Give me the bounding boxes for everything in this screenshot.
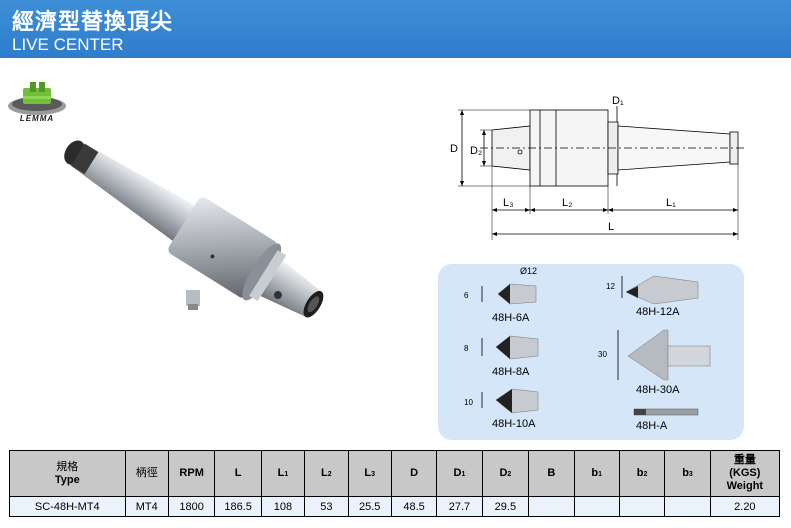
header-b3-sub: 3 bbox=[688, 470, 693, 478]
header-L3: L3 bbox=[347, 450, 392, 497]
tip-dim-6: 6 bbox=[464, 291, 469, 300]
tip-dim-12: 12 bbox=[606, 282, 615, 291]
dim-label-L: L bbox=[608, 221, 614, 233]
header-L2: L2 bbox=[304, 450, 349, 497]
tip-label-48h-30a: 48H-30A bbox=[636, 384, 680, 396]
tip-label-48h-8a: 48H-8A bbox=[492, 366, 530, 378]
table-row: SC-48H-MT4 MT4 1800 186.5 108 53 25.5 48… bbox=[9, 496, 781, 517]
header-L3-sub: 3 bbox=[371, 470, 375, 478]
tip-label-48h-a: 48H-A bbox=[636, 420, 668, 432]
header-b2-sub: 2 bbox=[643, 470, 648, 478]
cell-b1 bbox=[573, 496, 620, 517]
header-L3-text: L bbox=[364, 466, 372, 479]
header-type-en: Type bbox=[54, 473, 80, 486]
header-weight-unit: (KGS) bbox=[729, 467, 761, 479]
tip-48h-8a-icon bbox=[481, 335, 539, 360]
header-D1-text: D bbox=[453, 466, 462, 479]
dimension-drawing: D D₂ D₁ L₃ L₂ L₁ L bbox=[450, 95, 746, 240]
header-b3-text: b bbox=[682, 466, 689, 479]
cell-L1: 108 bbox=[260, 496, 306, 517]
page-title-english: LIVE CENTER bbox=[12, 35, 124, 54]
dim-label-D2: D₂ bbox=[470, 145, 482, 157]
dim-label-L3: L₃ bbox=[503, 197, 514, 209]
header-weight-zh: 重量 bbox=[733, 454, 756, 466]
cell-type: SC-48H-MT4 bbox=[9, 496, 126, 517]
cell-weight: 2.20 bbox=[709, 496, 781, 517]
header-b2: b2 bbox=[618, 450, 666, 497]
header-type: 規格 Type bbox=[9, 450, 126, 497]
lemma-logo-icon bbox=[8, 82, 66, 115]
cell-L3: 25.5 bbox=[347, 496, 392, 517]
header-b1-text: b bbox=[591, 466, 599, 479]
header-L1-text: L bbox=[277, 466, 285, 479]
cell-D: 48.5 bbox=[390, 496, 438, 517]
dim-label-D: D bbox=[450, 143, 458, 155]
page-title-chinese: 經濟型替換頂尖 bbox=[12, 10, 174, 35]
header-L: L bbox=[214, 450, 262, 497]
header-D: D bbox=[390, 450, 438, 497]
header-type-zh: 規格 bbox=[56, 460, 79, 473]
tip-label-48h-10a: 48H-10A bbox=[492, 418, 536, 430]
header-b1: b1 bbox=[573, 450, 620, 497]
header-D2-sub: 2 bbox=[507, 470, 512, 478]
tip-dim-8: 8 bbox=[464, 344, 469, 353]
tip-48h-6a-icon bbox=[481, 283, 537, 305]
cell-b3 bbox=[664, 496, 711, 517]
cell-L2: 53 bbox=[304, 496, 349, 517]
header-L1-sub: 1 bbox=[284, 470, 289, 478]
cell-b2 bbox=[618, 496, 666, 517]
header-D1-sub: 1 bbox=[461, 470, 466, 478]
live-center-product-image bbox=[64, 140, 324, 318]
header-L1: L1 bbox=[260, 450, 306, 497]
tip-48h-a-icon bbox=[633, 408, 699, 416]
dim-label-D1: D₁ bbox=[612, 95, 624, 107]
header-banner: 經濟型替換頂尖 LIVE CENTER bbox=[0, 0, 791, 58]
header-D2: D2 bbox=[481, 450, 530, 497]
cell-D1: 27.7 bbox=[436, 496, 483, 517]
table-header-row: 規格 Type 柄徑 RPM L L1 L2 L3 D D1 D2 B b1 b… bbox=[9, 450, 781, 497]
header-weight: 重量 (KGS) Weight bbox=[709, 450, 781, 497]
header-weight-en: Weight bbox=[726, 480, 764, 492]
tip-48h-30a-icon bbox=[617, 329, 711, 381]
header-B: B bbox=[528, 450, 575, 497]
cell-rpm: 1800 bbox=[167, 496, 216, 517]
dim-label-L2: L₂ bbox=[562, 197, 572, 209]
header-D1: D1 bbox=[436, 450, 483, 497]
header-b3: b3 bbox=[664, 450, 711, 497]
header-L2-sub: 2 bbox=[327, 470, 332, 478]
specification-table: 規格 Type 柄徑 RPM L L1 L2 L3 D D1 D2 B b1 b… bbox=[9, 450, 781, 517]
cell-B bbox=[528, 496, 575, 517]
header-rpm: RPM bbox=[167, 450, 216, 497]
cell-shank: MT4 bbox=[124, 496, 169, 517]
tip-dim-30: 30 bbox=[598, 350, 607, 359]
tip-dim-10: 10 bbox=[464, 398, 473, 407]
tip-label-48h-12a: 48H-12A bbox=[636, 306, 680, 318]
tip-label-48h-6a: 48H-6A bbox=[492, 312, 530, 324]
cell-L: 186.5 bbox=[214, 496, 262, 517]
tip-48h-12a-icon bbox=[621, 275, 699, 305]
header-D2-text: D bbox=[499, 466, 508, 479]
header-L2-text: L bbox=[321, 466, 328, 479]
tip-top-dim: Ø12 bbox=[520, 266, 538, 276]
logo-text: LEMMA bbox=[19, 114, 55, 123]
header-b1-sub: 1 bbox=[598, 470, 603, 478]
tip-48h-10a-icon bbox=[481, 388, 539, 414]
header-shank: 柄徑 bbox=[124, 450, 169, 497]
dim-label-L1: L₁ bbox=[666, 197, 676, 209]
replaceable-tips-panel: Ø12 6 48H-6A 8 48H-8A 10 48H-10A 12 48H-… bbox=[438, 264, 744, 440]
header-b2-text: b bbox=[636, 466, 644, 479]
cell-D2: 29.5 bbox=[481, 496, 530, 517]
